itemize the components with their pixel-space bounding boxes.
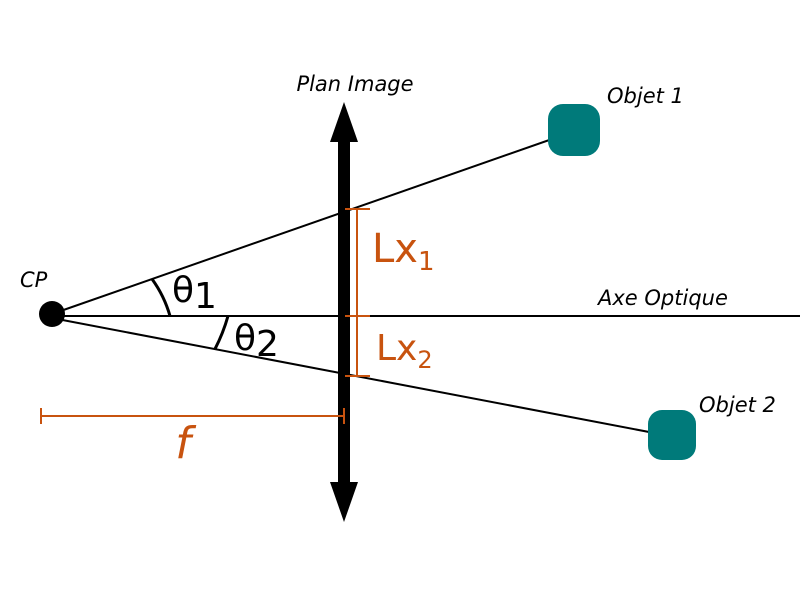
objet-2-shape [648, 410, 696, 460]
theta-2-label: θ2 [234, 318, 279, 365]
cp-label: CP [20, 268, 48, 292]
objet-1-label: Objet 1 [607, 84, 684, 108]
image-plane-arrowhead-top [330, 102, 358, 142]
image-plane-arrowhead-bottom [330, 482, 358, 522]
axe-optique-label: Axe Optique [596, 286, 728, 310]
lx-bracket [345, 208, 370, 377]
focal-length-label: f [175, 418, 197, 469]
lx-2-subscript: 2 [417, 346, 432, 374]
theta-1-label: θ1 [172, 270, 217, 317]
theta-2-subscript: 2 [256, 324, 279, 365]
lx-1-label: Lx1 [372, 226, 435, 277]
objet-2-label: Objet 2 [699, 393, 776, 417]
theta-1-subscript: 1 [194, 276, 217, 317]
lx-2-label: Lx2 [376, 328, 433, 374]
ray-to-objet-1 [51, 130, 576, 315]
lx-1-subscript: 1 [418, 247, 435, 277]
plan-image-label: Plan Image [296, 72, 413, 96]
theta-2-arc [213, 315, 230, 350]
focal-length-dimension [40, 408, 345, 424]
theta-1-arc [150, 278, 172, 317]
objet-1-shape [548, 104, 600, 156]
center-of-projection-dot [39, 301, 65, 327]
